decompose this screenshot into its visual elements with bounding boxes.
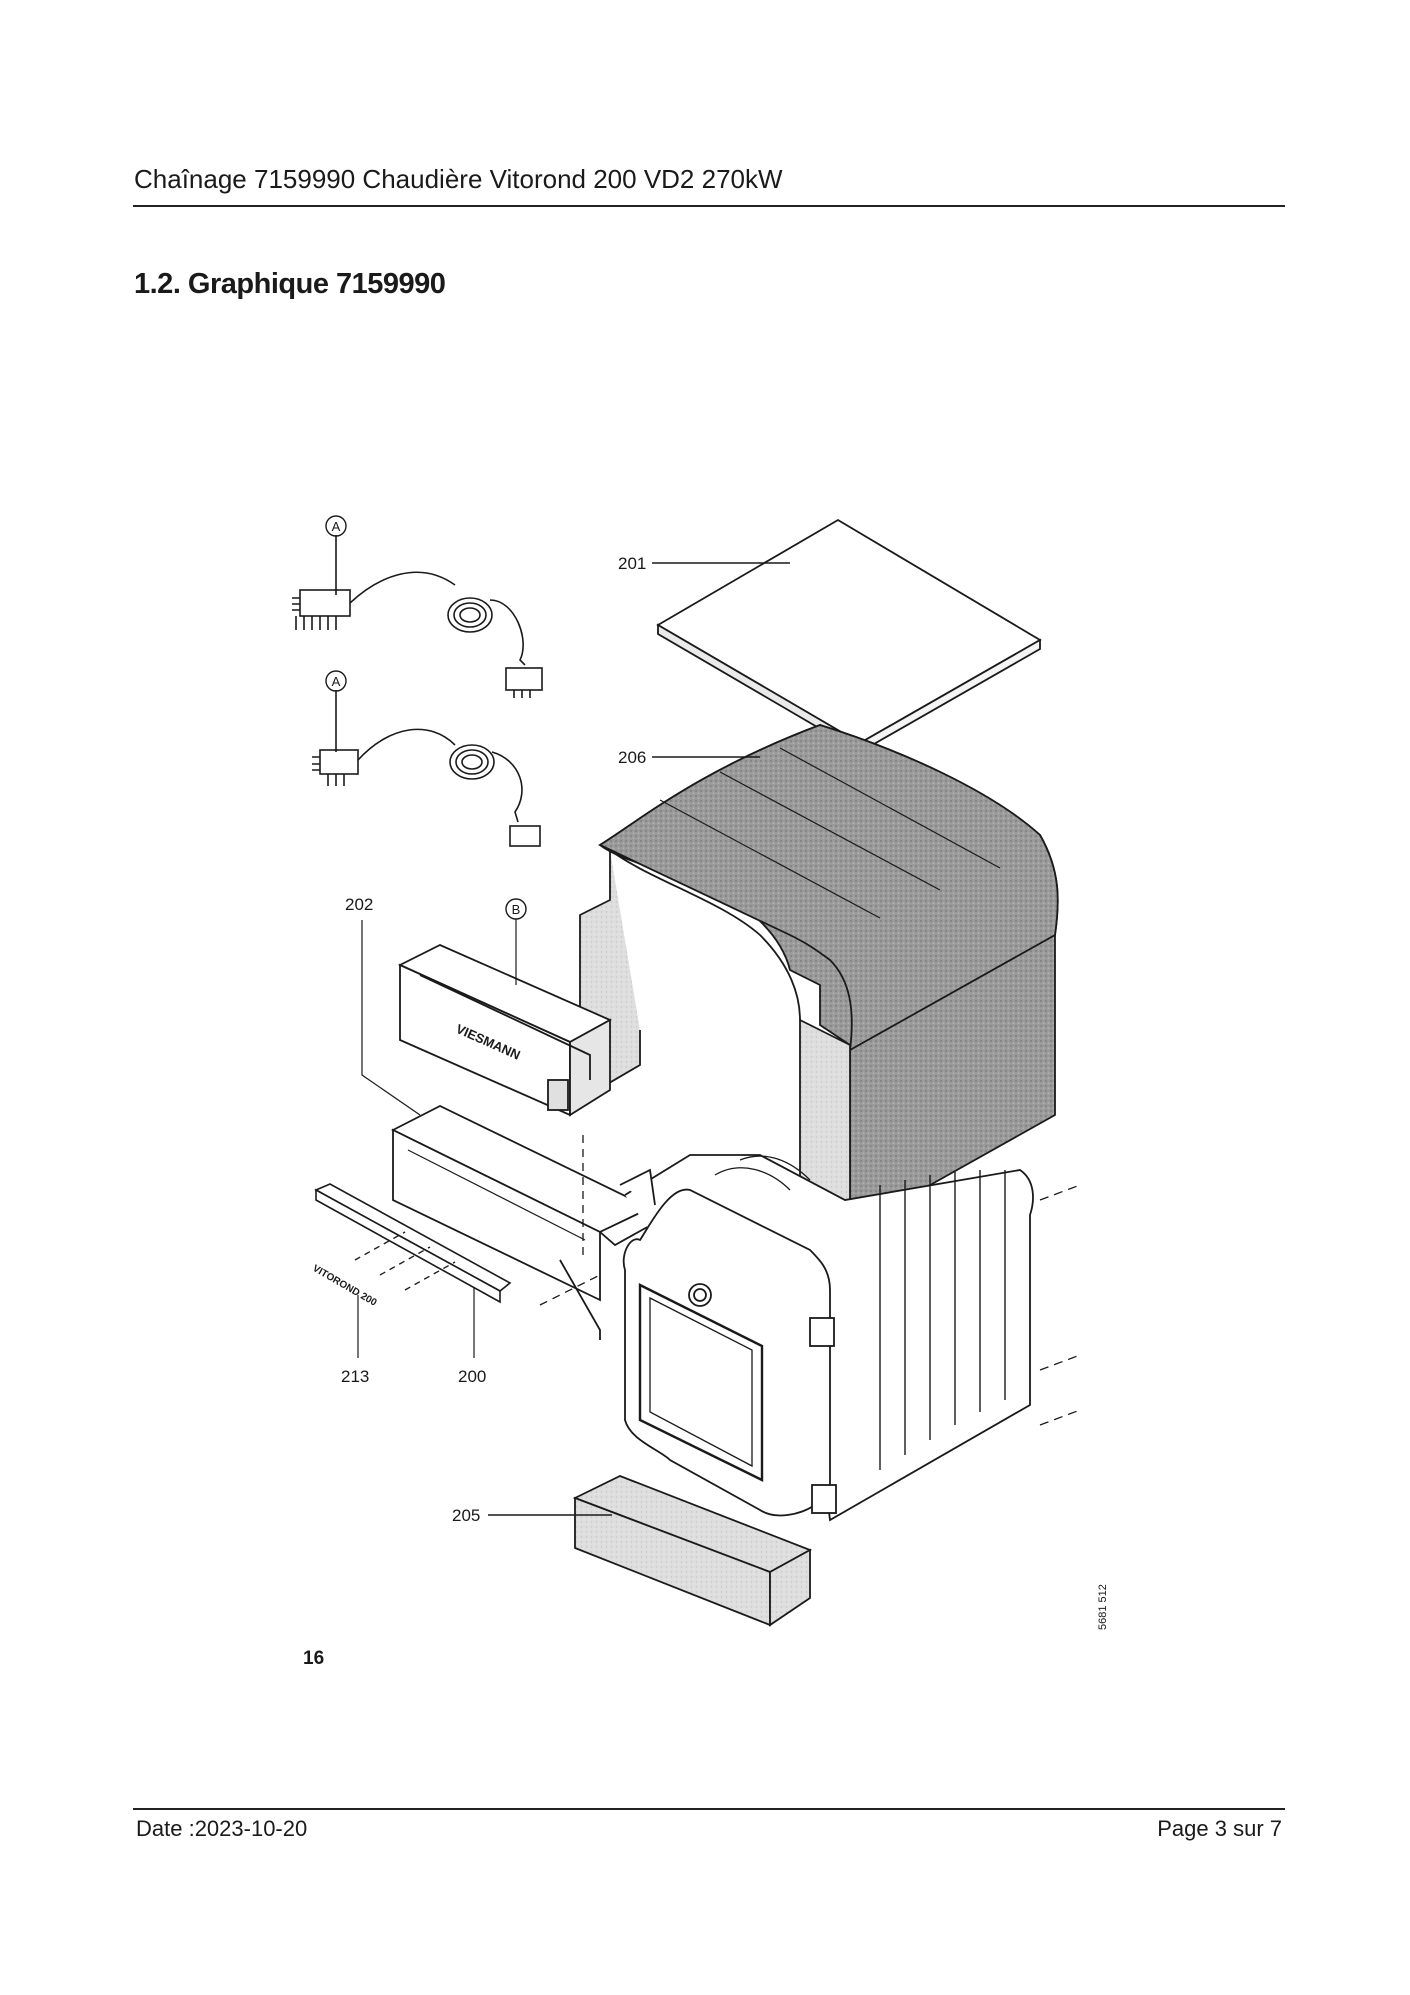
boiler-body: [619, 1154, 1034, 1522]
trim-strip-dashes: [354, 1231, 456, 1291]
alignment-dashed-line: [539, 1135, 601, 1306]
boiler-offset-dashes: [1039, 1184, 1081, 1426]
figure-number: 16: [303, 1648, 325, 1669]
callout-a-upper: A: [332, 519, 341, 534]
cable-harness-a-lower: [312, 690, 541, 847]
callout-205: 205: [452, 1506, 480, 1525]
callout-a-lower-circle: [325, 670, 347, 692]
footer-date: Date :2023-10-20: [136, 1816, 308, 1841]
footer-divider: [133, 1808, 1285, 1810]
callout-a-lower: A: [332, 674, 341, 689]
document-title: Chaînage 7159990 Chaudière Vitorond 200 …: [134, 164, 783, 194]
control-unit-vitotronic: VIESMANN: [397, 944, 613, 1117]
drawing-reference-number: 5681 512: [1097, 1584, 1109, 1630]
callout-206: 206: [618, 748, 646, 767]
callout-b: B: [512, 902, 521, 917]
control-support-bracket: [390, 1104, 662, 1340]
callout-202: 202: [345, 895, 373, 914]
trim-strip-text: VITOROND 200: [311, 1263, 379, 1309]
exploded-parts-diagram: A A 201 206 VIESMANN B: [270, 505, 1150, 1665]
insulation-jacket: [579, 724, 1059, 1232]
base-insulation-block: [572, 1475, 813, 1627]
callout-a-upper-circle: [325, 515, 347, 537]
callout-201: 201: [618, 554, 646, 573]
section-heading: 1.2. Graphique 7159990: [134, 268, 446, 300]
callout-213: 213: [341, 1367, 369, 1386]
cable-harness-a-upper: [292, 535, 543, 698]
header-divider: [133, 205, 1285, 207]
top-cover-panel: [656, 518, 1042, 754]
leader-202: [361, 920, 421, 1116]
callout-200: 200: [458, 1367, 486, 1386]
page-number: Page 3 sur 7: [1157, 1816, 1282, 1841]
